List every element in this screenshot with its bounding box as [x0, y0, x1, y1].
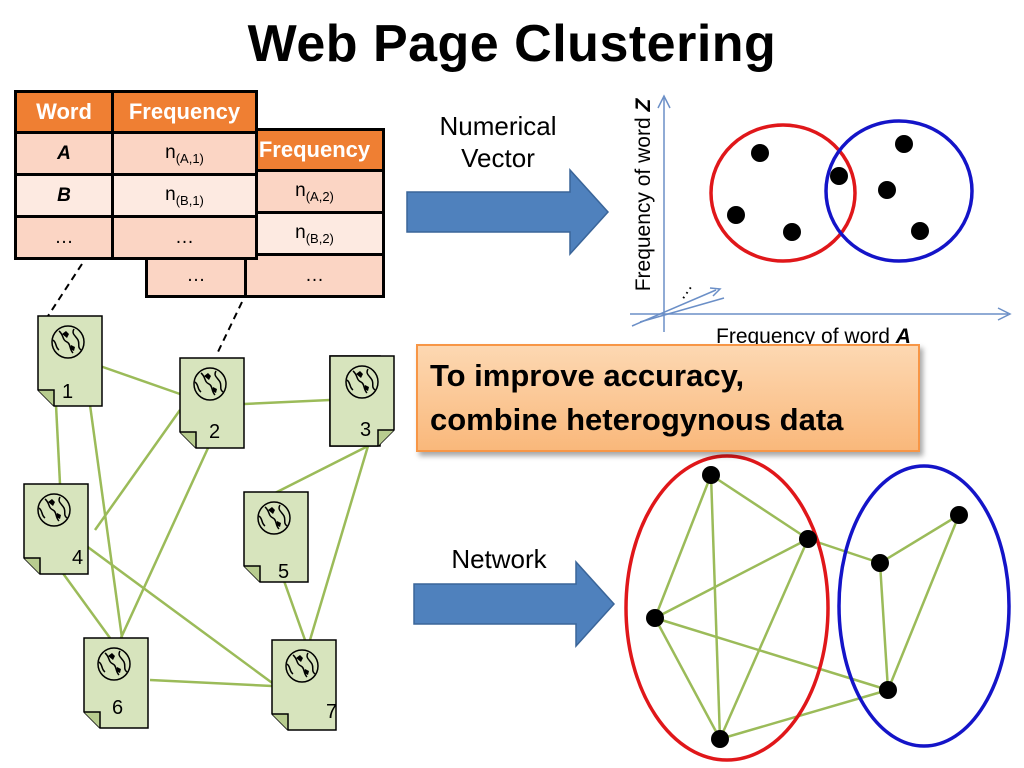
scatter-point: [751, 144, 769, 162]
scatter-point: [895, 135, 913, 153]
edge-6-7: [149, 678, 273, 688]
network-node: [702, 466, 720, 484]
page-number-4: 4: [72, 547, 83, 569]
web-page-2: [179, 357, 245, 449]
scatter-cluster-blue: [824, 119, 974, 263]
scatter-point: [911, 222, 929, 240]
scatter-cluster-red: [709, 123, 857, 263]
y-axis-label: Frequency of word Z: [632, 75, 656, 315]
table1-cell-freq: n(A,1): [111, 131, 258, 176]
edge-5-7: [281, 577, 307, 641]
page-number-2: 2: [209, 421, 220, 443]
page-number-7: 7: [326, 701, 337, 723]
axis-ellipsis: …: [670, 277, 697, 303]
result-edge: [710, 473, 809, 541]
result-edge: [653, 617, 722, 740]
result-edge: [879, 513, 960, 565]
network-cluster-blue: [837, 464, 1011, 748]
edge-3-7: [308, 445, 370, 641]
edge-2-4: [93, 409, 182, 531]
web-page-6: [83, 637, 149, 729]
vector-arrow: [406, 168, 610, 256]
table1-cell-freq: …: [111, 215, 258, 260]
edge-2-6: [118, 447, 210, 641]
network-node: [799, 530, 817, 548]
accuracy-callout: To improve accuracy, combine heterogynou…: [416, 344, 920, 452]
numerical-vector-line2: Vector: [461, 143, 535, 173]
result-edge: [718, 538, 810, 740]
table2-cell-freq: n(B,2): [244, 211, 385, 256]
globe-icon: [193, 367, 227, 401]
edge-1-4: [54, 404, 62, 485]
scatter-axes: [630, 94, 1012, 332]
scatter-point: [830, 167, 848, 185]
network-arrow: [413, 560, 616, 648]
network-node: [646, 609, 664, 627]
globe-icon: [285, 649, 319, 683]
page-number-1: 1: [62, 381, 73, 403]
scatter-point: [727, 206, 745, 224]
scatter-point: [878, 181, 896, 199]
result-edge: [654, 616, 889, 692]
network-node: [950, 506, 968, 524]
callout-line2: combine heterogynous data: [430, 402, 844, 437]
x-axis-label: Frequency of word A: [716, 322, 911, 344]
table1-cell-word: B: [14, 173, 114, 218]
globe-icon: [97, 647, 131, 681]
edge-4-7: [61, 526, 276, 687]
result-edge: [654, 537, 809, 620]
x-axis-label-text: Frequency of word: [716, 325, 896, 344]
web-page-4: [23, 483, 89, 575]
edge-4-6: [60, 571, 112, 639]
network-node: [871, 554, 889, 572]
result-edge: [878, 562, 890, 691]
network-node: [711, 730, 729, 748]
web-page-1: [37, 315, 103, 407]
table1-cell-word: …: [14, 215, 114, 260]
y-axis-variable: Z: [632, 98, 655, 112]
x-axis-variable: A: [895, 325, 911, 344]
edge-2-3: [243, 398, 331, 406]
web-page-3: [329, 355, 395, 447]
result-edge: [653, 474, 713, 619]
edge-3-5: [274, 444, 369, 495]
table1-cell-freq: n(B,1): [111, 173, 258, 218]
page-number-5: 5: [278, 561, 289, 583]
web-page-7: [271, 639, 337, 731]
globe-icon: [345, 365, 379, 399]
globe-icon: [257, 501, 291, 535]
network-cluster-red: [624, 454, 830, 762]
result-edge: [709, 474, 722, 740]
globe-icon: [37, 493, 71, 527]
table1-header-frequency: Frequency: [111, 90, 258, 134]
table2-cell-word: …: [145, 253, 247, 298]
globe-icon: [51, 325, 85, 359]
network-node: [879, 681, 897, 699]
dashed-connector-1: [47, 263, 83, 317]
edge-1-2: [99, 364, 181, 396]
table2-cell-freq: n(A,2): [244, 169, 385, 214]
network-label: Network: [451, 544, 547, 574]
edge-1-6: [88, 404, 124, 639]
table1-header-word: Word: [14, 90, 114, 134]
slide-title: Web Page Clustering: [247, 15, 777, 73]
numerical-vector-line1: Numerical: [439, 111, 557, 141]
table2-cell-freq: …: [244, 253, 385, 298]
scatter-point: [783, 223, 801, 241]
table1-cell-word: A: [14, 131, 114, 176]
page-number-6: 6: [112, 697, 123, 719]
dashed-connector-2: [215, 301, 243, 357]
result-edge: [719, 688, 889, 741]
numerical-vector-label: Numerical Vector: [412, 110, 584, 174]
result-edge: [886, 514, 961, 691]
callout-line1: To improve accuracy,: [430, 358, 745, 393]
y-axis-label-text: Frequency of word: [632, 111, 655, 292]
web-page-5: [243, 491, 309, 583]
page-number-3: 3: [360, 419, 371, 441]
